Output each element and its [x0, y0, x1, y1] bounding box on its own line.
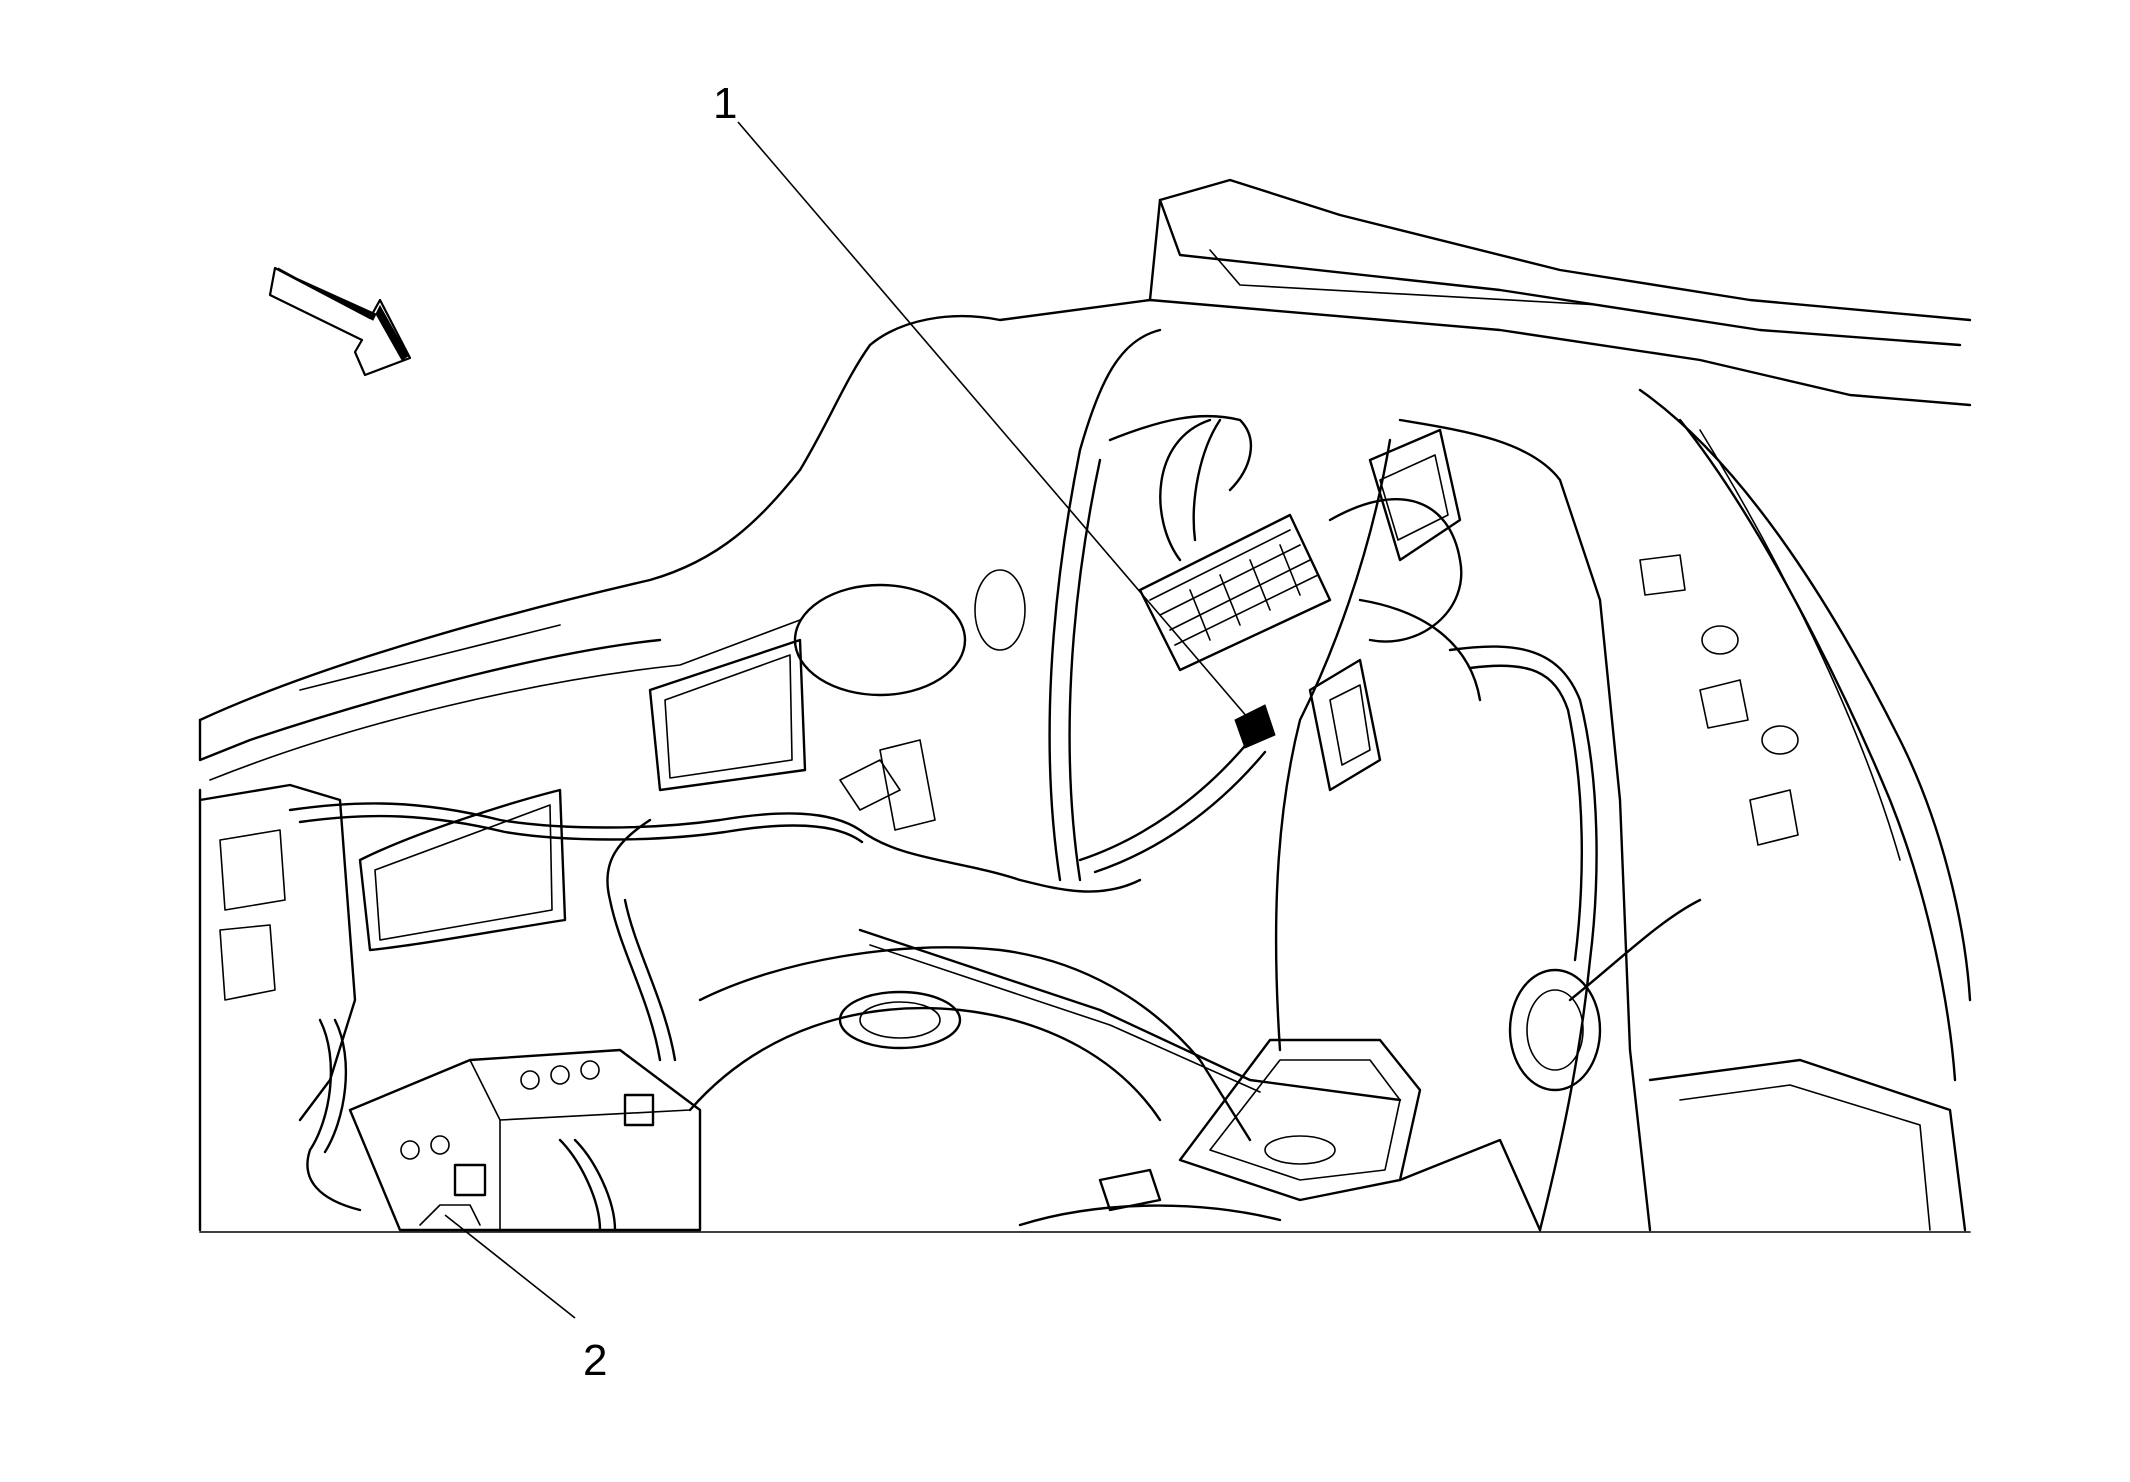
- direction-arrow-icon: [268, 266, 412, 377]
- callout-2-label: 2: [583, 1336, 607, 1385]
- callout-1-leader: [737, 121, 1249, 719]
- callout-1-label: 1: [713, 79, 737, 128]
- callout-2-leader: [444, 1214, 576, 1319]
- battery: [348, 1048, 702, 1232]
- vehicle-body-linework: [198, 178, 1972, 1233]
- electronic-module: [1138, 513, 1332, 749]
